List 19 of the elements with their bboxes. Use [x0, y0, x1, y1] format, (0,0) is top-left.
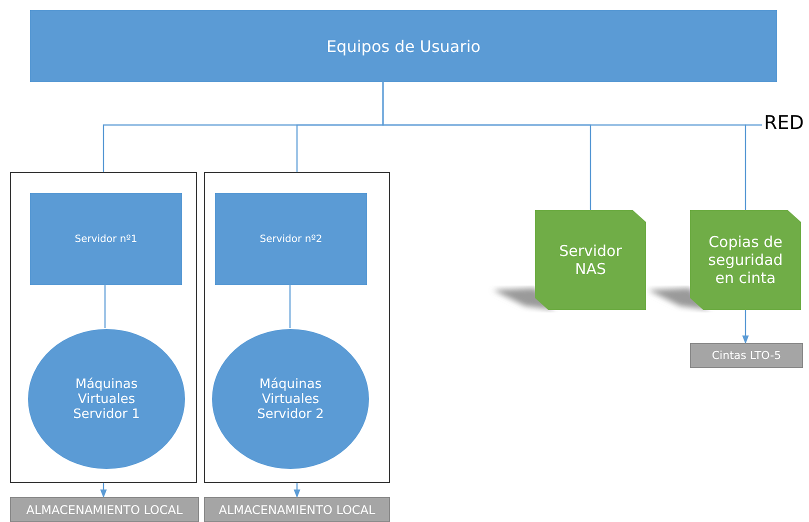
virtual-machines-ellipse: Máquinas Virtuales Servidor 2: [212, 329, 369, 469]
arrow: [742, 310, 749, 344]
title-bar: Equipos de Usuario: [30, 10, 777, 82]
storage-box: Servidor NAS: [535, 210, 646, 310]
connector-line: [104, 284, 106, 328]
storage-box: Copias de seguridad en cinta: [690, 210, 801, 310]
connector-line: [289, 284, 291, 328]
arrow: [294, 483, 300, 498]
storage-label-box: Cintas LTO-5: [690, 343, 803, 368]
server-panel: [10, 172, 197, 483]
arrow: [100, 483, 107, 498]
connector-line: [382, 82, 746, 210]
server-box: Servidor nº2: [215, 193, 367, 285]
server-box: Servidor nº1: [30, 193, 182, 285]
network-label: RED: [764, 112, 804, 134]
storage-label-box: ALMACENAMIENTO LOCAL: [10, 497, 199, 522]
virtual-machines-ellipse: Máquinas Virtuales Servidor 1: [28, 329, 185, 469]
storage-label-box: ALMACENAMIENTO LOCAL: [204, 497, 390, 522]
server-panel: [204, 172, 390, 483]
